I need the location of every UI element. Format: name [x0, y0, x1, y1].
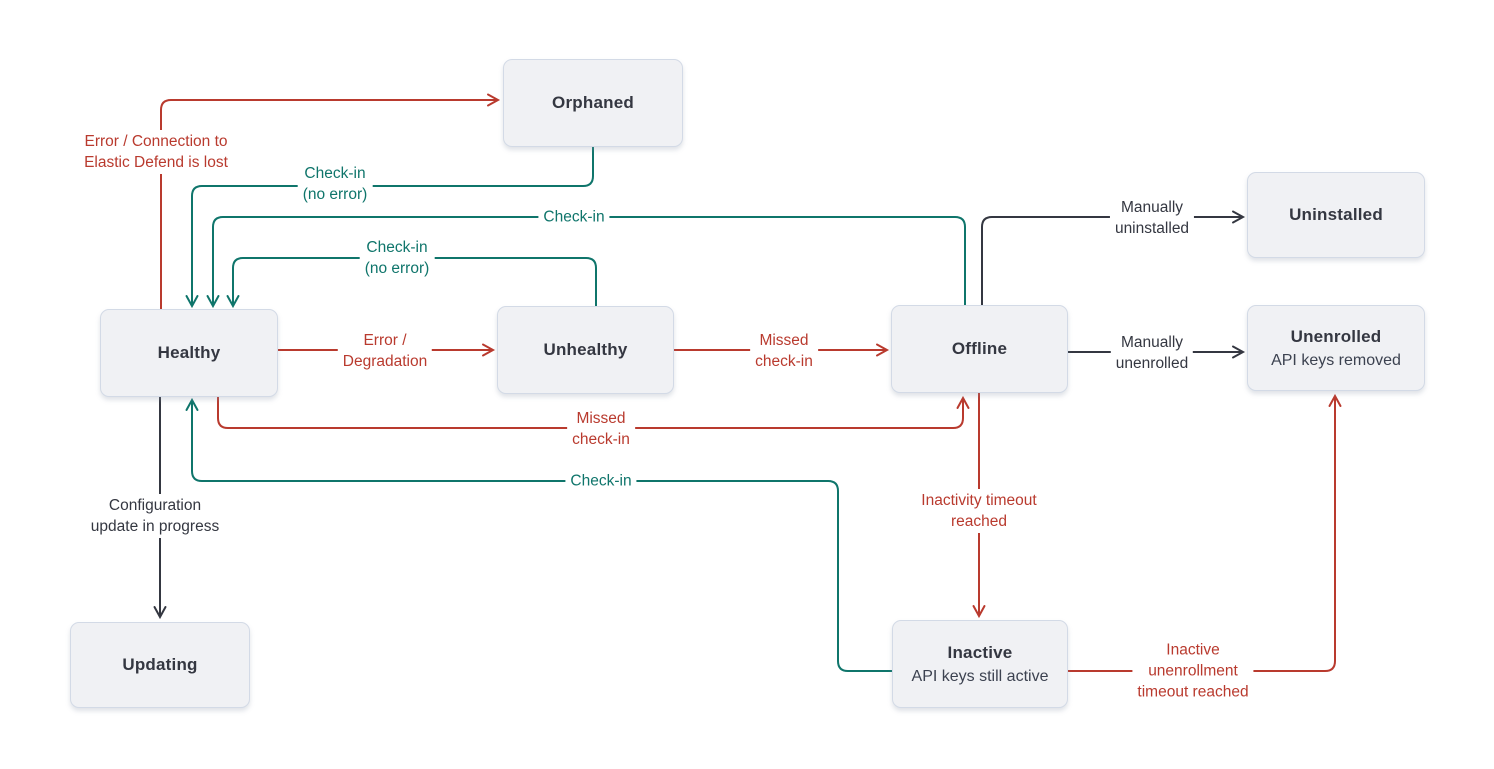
edge-label-offline-to-healthy: Check-in	[538, 205, 610, 229]
edge-label-line: update in progress	[90, 518, 220, 535]
edge-label-line: unenrollment	[1148, 662, 1238, 680]
edge-label-healthy-to-updating: Configuration update in progress	[85, 494, 225, 538]
node-offline: Offline	[891, 305, 1068, 393]
edge-label-line: Inactivity timeout	[921, 492, 1037, 509]
node-title: Uninstalled	[1289, 205, 1383, 224]
edge-label-healthy-to-offline: Missed check-in	[567, 407, 635, 451]
node-title: Unenrolled	[1290, 326, 1382, 346]
edge-label-healthy-to-unhealthy: Error / Degradation	[337, 329, 433, 373]
edge-label-line: (no error)	[302, 186, 368, 203]
node-unhealthy: Unhealthy	[497, 306, 674, 394]
edge-label-unhealthy-to-healthy: Check-in (no error)	[359, 236, 435, 280]
node-subtitle: API keys still active	[911, 667, 1049, 685]
node-title: Offline	[951, 339, 1008, 358]
edge-label-healthy-to-orphaned: Error / Connection to Elastic Defend is l…	[79, 130, 233, 174]
edge-label-line: check-in	[572, 431, 630, 448]
edge-label-line: Elastic Defend is lost	[84, 154, 228, 171]
node-uninstalled: Uninstalled	[1247, 172, 1425, 258]
edge-label-offline-to-unenrolled: Manually unenrolled	[1110, 331, 1194, 375]
edge-label-line: Check-in	[543, 208, 605, 226]
node-subtitle: API keys removed	[1271, 351, 1401, 369]
edge-label-line: Check-in	[366, 239, 428, 256]
edge-offline-to-uninstalled	[981, 210, 1246, 305]
edge-label-line: Missed	[759, 332, 809, 349]
node-orphaned: Orphaned	[503, 59, 683, 147]
edge-label-line: Error / Connection to	[84, 133, 228, 150]
edge-inactive-to-healthy	[185, 397, 892, 672]
node-title: Inactive	[947, 642, 1013, 662]
edge-label-line: Check-in	[570, 472, 632, 490]
edge-orphaned-to-healthy	[185, 147, 594, 309]
edge-healthy-to-orphaned	[160, 93, 501, 309]
edge-label-line: timeout reached	[1137, 683, 1249, 701]
edge-label-line: unenrolled	[1115, 355, 1189, 372]
edge-inactive-to-unenrolled	[1068, 393, 1342, 672]
edge-label-line: Manually	[1120, 334, 1184, 351]
edge-label-inactive-to-unenrolled: Inactive unenrollment timeout reached	[1132, 638, 1254, 704]
edge-label-line: reached	[950, 513, 1007, 530]
edge-label-unhealthy-to-offline: Missed check-in	[750, 329, 818, 373]
node-title: Orphaned	[552, 93, 634, 112]
edge-label-inactive-to-healthy: Check-in	[565, 469, 637, 493]
edge-label-offline-to-uninstalled: Manually uninstalled	[1109, 196, 1195, 240]
edge-label-offline-to-inactive: Inactivity timeout reached	[916, 489, 1042, 533]
edge-label-line: uninstalled	[1114, 220, 1190, 237]
edge-label-line: check-in	[755, 353, 813, 370]
edge-label-line: (no error)	[364, 260, 430, 277]
edge-label-line: Inactive	[1166, 641, 1220, 659]
edge-offline-to-healthy	[206, 216, 966, 309]
edge-label-line: Degradation	[342, 353, 428, 370]
node-title: Updating	[122, 655, 198, 674]
edge-label-line: Error /	[363, 332, 407, 349]
edge-label-line: Missed	[576, 410, 626, 427]
node-title: Unhealthy	[543, 340, 628, 359]
node-updating: Updating	[70, 622, 250, 708]
node-title: Healthy	[157, 343, 221, 362]
node-healthy: Healthy	[100, 309, 278, 397]
edge-label-line: Configuration	[108, 497, 202, 514]
edge-label-line: Check-in	[304, 165, 366, 182]
edge-label-line: Manually	[1120, 199, 1184, 216]
edge-label-orphaned-to-healthy: Check-in (no error)	[297, 162, 373, 206]
